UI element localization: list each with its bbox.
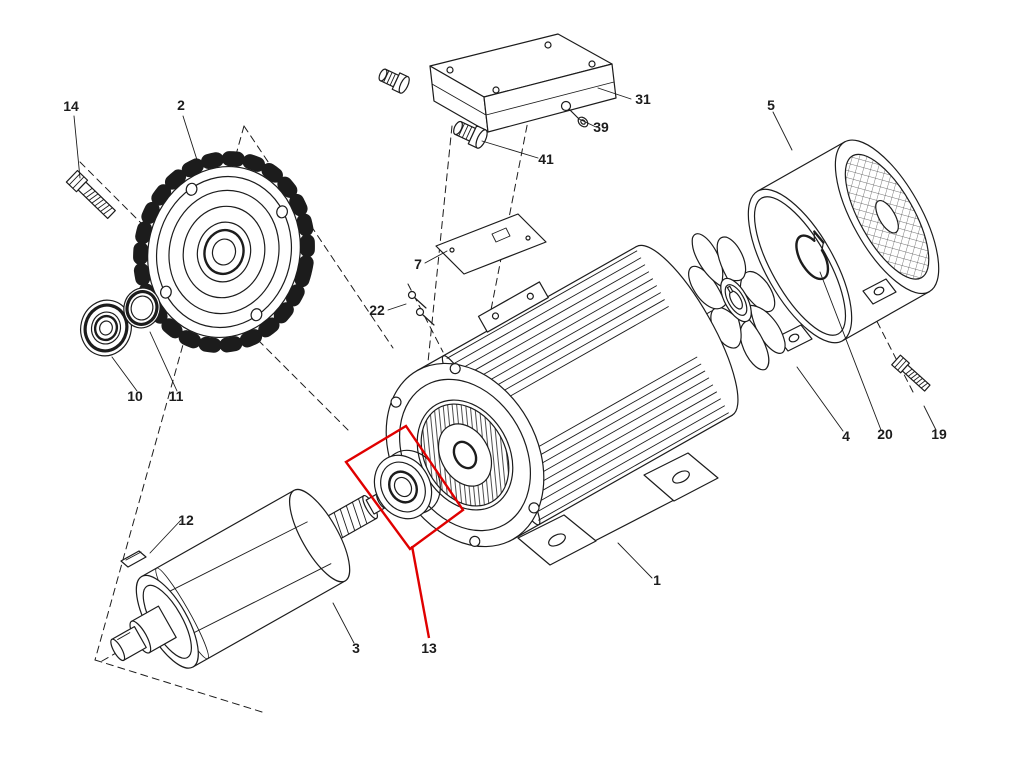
motor-feet — [518, 453, 718, 565]
part-label-14: 14 — [63, 98, 79, 114]
leader-41 — [482, 141, 538, 158]
highlight-leader-13 — [412, 546, 429, 638]
part-bearing-10 — [75, 295, 137, 362]
highlight-part-13 — [346, 426, 463, 638]
leader-7 — [425, 251, 447, 263]
part-label-19: 19 — [931, 426, 947, 442]
part-label-39: 39 — [593, 119, 609, 135]
leader-1 — [618, 543, 652, 578]
part-label-13: 13 — [421, 640, 437, 656]
part-label-20: 20 — [877, 426, 893, 442]
axis-bottom — [95, 660, 262, 712]
part-label-31: 31 — [635, 91, 651, 107]
leader-14 — [74, 116, 80, 178]
leader-22 — [388, 304, 406, 310]
part-label-11: 11 — [169, 388, 184, 404]
part-clamp — [790, 228, 839, 284]
leader-2 — [183, 116, 198, 163]
part-label-5: 5 — [767, 97, 775, 113]
part-screw-39 — [562, 102, 590, 129]
part-bearing-13 — [363, 440, 451, 529]
part-terminal-box — [430, 34, 616, 132]
part-bolt-19 — [892, 355, 932, 393]
part-screws-22 — [409, 292, 435, 326]
part-label-41: 41 — [538, 151, 554, 167]
part-plate — [436, 214, 546, 274]
leader-19 — [924, 406, 936, 430]
fan-cover-tabs — [777, 279, 896, 351]
axis-top-boundary — [244, 126, 393, 348]
leader-10 — [112, 357, 137, 391]
axis-left-boundary — [95, 126, 244, 660]
part-label-4: 4 — [842, 428, 850, 444]
leader-11 — [150, 332, 177, 391]
part-label-1: 1 — [653, 572, 661, 588]
part-label-3: 3 — [352, 640, 360, 656]
part-label-22: 22 — [369, 302, 385, 318]
part-cable-gland-upper — [376, 66, 411, 95]
part-key — [121, 551, 146, 567]
leader-31 — [598, 88, 631, 99]
part-seal-ring — [120, 284, 165, 332]
leader-20 — [820, 272, 881, 430]
part-label-7: 7 — [414, 256, 422, 272]
axis-flange — [80, 162, 348, 430]
leader-39 — [579, 119, 596, 127]
part-labels: 14 2 31 39 41 5 7 22 10 11 12 4 20 19 3 … — [63, 91, 947, 656]
leader-12 — [150, 520, 181, 553]
leader-5 — [773, 112, 792, 150]
leader-4 — [797, 367, 843, 431]
leader-3 — [333, 603, 354, 643]
part-bolt-14 — [66, 171, 117, 221]
part-cable-gland — [451, 117, 490, 149]
part-rotor — [89, 454, 410, 697]
part-fan — [683, 226, 786, 371]
leader-lines — [74, 88, 936, 643]
part-label-2: 2 — [177, 97, 185, 113]
part-label-10: 10 — [127, 388, 143, 404]
part-label-12: 12 — [178, 512, 194, 528]
part-end-shield — [121, 141, 327, 363]
